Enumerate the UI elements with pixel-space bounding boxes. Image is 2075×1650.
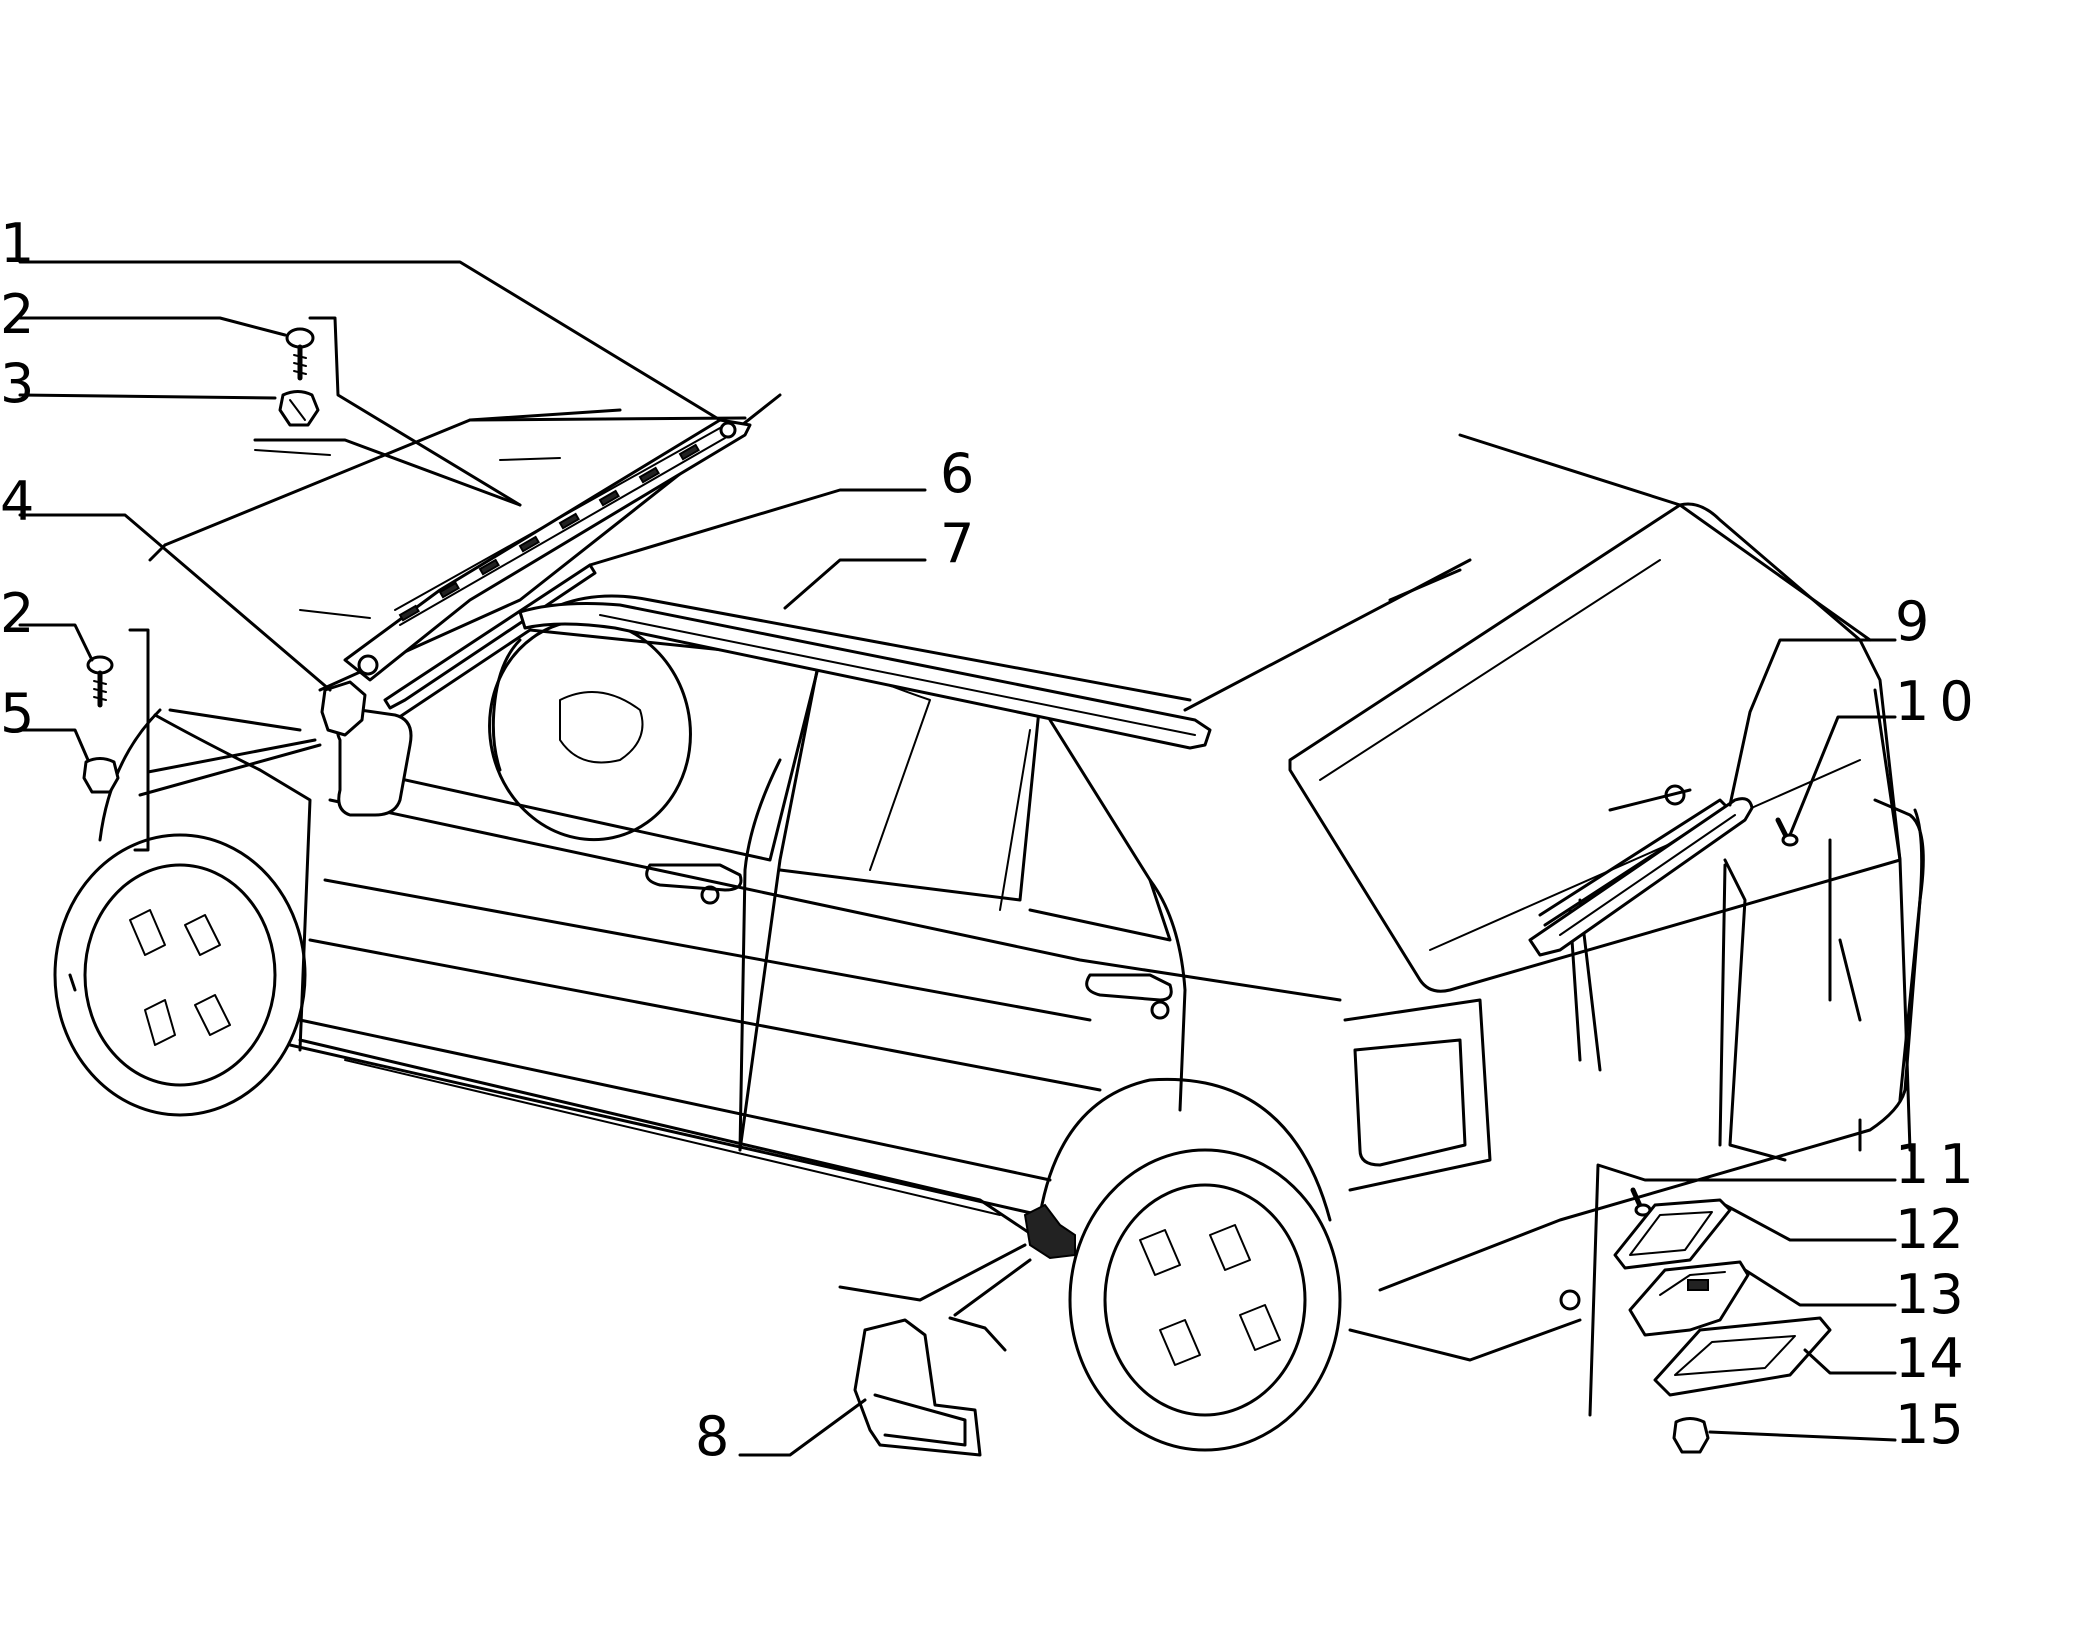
callout-3: 3 (0, 352, 34, 415)
callout-1: 1 (0, 212, 34, 275)
cowl-grille (343, 418, 752, 682)
parts (82, 327, 1832, 1457)
callout-15: 15 (1895, 1393, 1964, 1456)
callout-4: 4 (0, 470, 34, 533)
callout-6: 6 (940, 442, 974, 505)
callouts: 1 2 3 4 2 5 6 7 8 9 10 11 12 13 14 15 (0, 212, 1984, 1468)
screw-part-11 (1630, 1187, 1652, 1217)
clip-part-3 (278, 390, 320, 427)
tailgate-trim (1528, 797, 1754, 957)
fuel-flap-seal (853, 1318, 982, 1457)
mirror-bracket (320, 680, 367, 737)
light-housing-part-13 (1628, 1260, 1750, 1337)
callout-7: 7 (940, 512, 974, 575)
callout-10: 10 (1895, 670, 1984, 733)
callout-8: 8 (695, 1405, 729, 1468)
clip-part-5 (82, 757, 120, 794)
callout-2-top: 2 (0, 283, 34, 346)
leader-lines (18, 260, 1897, 1457)
screw-part-2-top (285, 327, 315, 381)
callout-12: 12 (1895, 1198, 1964, 1261)
callout-13: 13 (1895, 1263, 1964, 1326)
gasket-part-12 (1613, 1198, 1732, 1270)
windshield-molding (383, 563, 597, 710)
callout-11: 11 (1895, 1133, 1984, 1196)
callout-9: 9 (1895, 590, 1929, 653)
clip-part-15 (1672, 1417, 1710, 1454)
callout-14: 14 (1895, 1327, 1964, 1390)
callout-5: 5 (0, 682, 34, 745)
callout-2-lower: 2 (0, 582, 34, 645)
screw-part-2-lower (86, 655, 114, 708)
roof-molding (518, 602, 1212, 750)
